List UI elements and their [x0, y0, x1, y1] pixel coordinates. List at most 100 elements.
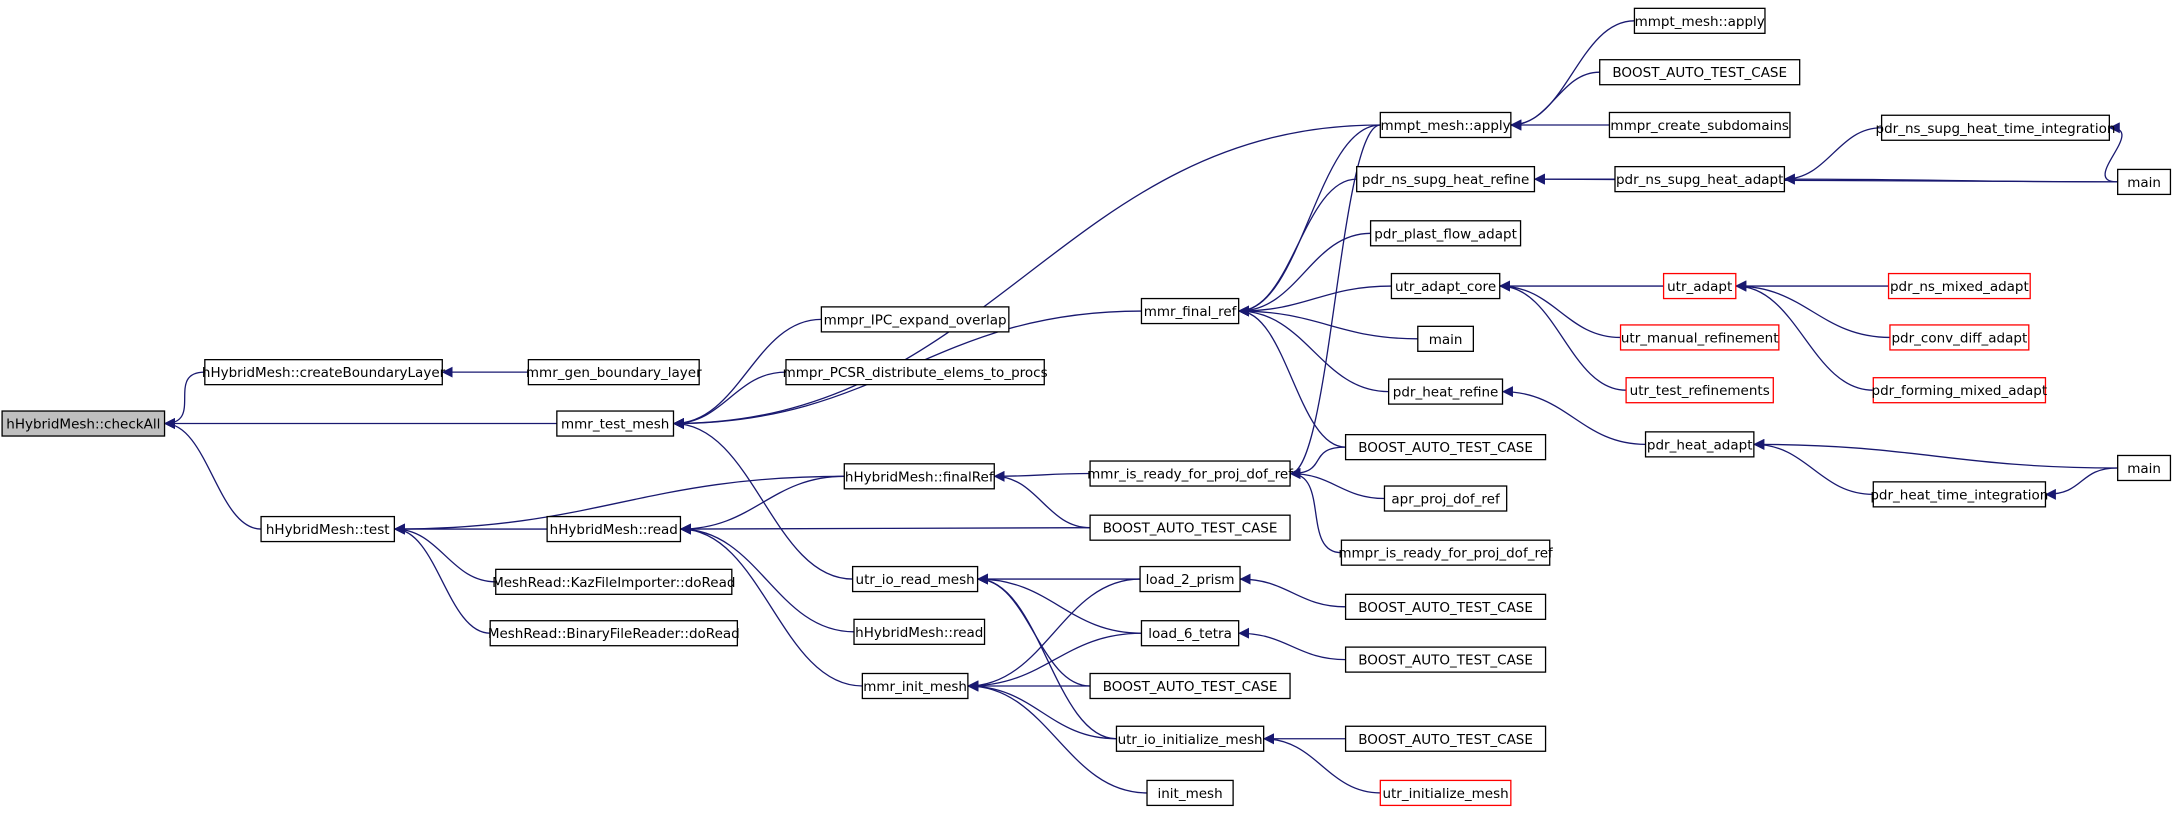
graph-node-n14[interactable]: pdr_ns_supg_heat_time_integration — [1876, 114, 2116, 141]
graph-node-n6[interactable]: mmpr_PCSR_distribute_elems_to_procs — [783, 359, 1048, 386]
graph-node-n32[interactable]: mmpr_is_ready_for_proj_dof_ref — [1338, 539, 1554, 566]
edge-path — [679, 523, 1091, 535]
graph-node-n34[interactable]: hHybridMesh::read — [546, 515, 682, 543]
graph-node-n31[interactable]: apr_proj_dof_ref — [1383, 485, 1508, 512]
graph-node-n22[interactable]: utr_manual_refinement — [1619, 324, 1780, 351]
graph-node-n10[interactable]: BOOST_AUTO_TEST_CASE — [1599, 59, 1801, 86]
edge-path — [672, 371, 786, 430]
graph-node-n36[interactable]: MeshRead::KazFileImporter::doRead — [492, 568, 735, 595]
node-box — [1872, 481, 2047, 508]
graph-node-n41[interactable]: load_2_prism — [1139, 565, 1241, 593]
graph-node-n13[interactable]: pdr_ns_supg_heat_adapt — [1614, 165, 1786, 193]
node-label: pdr_forming_mixed_adapt — [1872, 383, 2048, 399]
node-box — [820, 306, 1010, 333]
graph-edge-n4-n0 — [164, 418, 262, 530]
graph-node-n45[interactable]: BOOST_AUTO_TEST_CASE — [1089, 672, 1291, 700]
graph-node-n40[interactable]: mmr_init_mesh — [861, 672, 969, 700]
node-label: hHybridMesh::finalRef — [845, 469, 995, 485]
node-label: mmpt_mesh::apply — [1380, 118, 1510, 134]
edge-path — [1239, 573, 1346, 608]
node-label: BOOST_AUTO_TEST_CASE — [1358, 600, 1533, 616]
graph-node-n49[interactable]: init_mesh — [1146, 779, 1234, 807]
graph-node-n30[interactable]: mmr_is_ready_for_proj_dof_ref — [1087, 460, 1294, 487]
graph-node-n24[interactable]: main — [1417, 325, 1474, 352]
graph-node-n20[interactable]: pdr_conv_diff_adapt — [1889, 324, 2030, 351]
graph-node-n18[interactable]: utr_adapt — [1662, 272, 1737, 300]
node-label: BOOST_AUTO_TEST_CASE — [1358, 732, 1533, 748]
graph-node-n25[interactable]: pdr_heat_refine — [1387, 378, 1504, 405]
graph-node-n48[interactable]: utr_initialize_mesh — [1379, 779, 1512, 807]
edge-path — [1238, 305, 1346, 448]
graph-node-n2[interactable]: mmr_gen_boundary_layer — [526, 359, 702, 386]
graph-node-n46[interactable]: utr_io_initialize_mesh — [1115, 725, 1265, 752]
node-box — [1889, 324, 2030, 351]
graph-edge-n29-n7 — [1238, 305, 1346, 448]
graph-node-n5[interactable]: mmpr_IPC_expand_overlap — [820, 306, 1010, 333]
graph-node-n23[interactable]: utr_test_refinements — [1625, 377, 1774, 404]
graph-node-n27[interactable]: pdr_heat_time_integration — [1870, 481, 2048, 508]
edge-path — [393, 475, 845, 535]
graph-node-n17[interactable]: utr_adapt_core — [1390, 272, 1501, 300]
edge-path — [993, 470, 1091, 482]
graph-node-n26[interactable]: pdr_heat_adapt — [1644, 431, 1755, 458]
graph-edge-n28-n27 — [2044, 467, 2118, 500]
graph-node-n7[interactable]: mmr_final_ref — [1140, 297, 1240, 325]
node-box — [1872, 377, 2047, 404]
graph-edge-n15-n13 — [1783, 173, 2118, 185]
graph-node-n1[interactable]: hHybridMesh::createBoundaryLayer — [202, 359, 446, 386]
node-box — [1115, 725, 1265, 752]
graph-edge-n1-n0 — [164, 371, 205, 430]
node-box — [1379, 779, 1512, 807]
edge-path — [967, 680, 1148, 794]
graph-edge-n8-n30 — [1289, 124, 1381, 479]
graph-edge-n42-n41 — [1239, 573, 1346, 608]
graph-node-n11[interactable]: mmpr_create_subdomains — [1608, 111, 1791, 139]
graph-node-n33[interactable]: hHybridMesh::finalRef — [843, 463, 995, 490]
graph-node-n42[interactable]: BOOST_AUTO_TEST_CASE — [1344, 593, 1547, 620]
graph-node-n29[interactable]: BOOST_AUTO_TEST_CASE — [1344, 433, 1547, 461]
graph-node-n37[interactable]: MeshRead::BinaryFileReader::doRead — [488, 620, 740, 647]
graph-node-n21[interactable]: pdr_forming_mixed_adapt — [1872, 377, 2048, 404]
graph-node-n35[interactable]: BOOST_AUTO_TEST_CASE — [1089, 514, 1291, 541]
node-box — [1140, 297, 1240, 325]
graph-node-n15[interactable]: main — [2117, 168, 2172, 196]
graph-node-n28[interactable]: main — [2117, 454, 2172, 482]
graph-edge-n38-n3 — [672, 418, 853, 580]
graph-node-n3[interactable]: mmr_test_mesh — [556, 410, 675, 437]
node-box — [1633, 7, 1766, 34]
edge-path — [1783, 173, 2118, 185]
graph-node-n39[interactable]: hHybridMesh::read — [853, 618, 986, 645]
graph-node-n47[interactable]: BOOST_AUTO_TEST_CASE — [1344, 725, 1547, 752]
edge-path — [679, 475, 845, 535]
graph-edge-n27-n26 — [1753, 438, 1874, 496]
edge-path — [2104, 122, 2123, 183]
edge-path — [1289, 468, 1385, 500]
graph-node-n19[interactable]: pdr_ns_mixed_adapt — [1887, 272, 2031, 300]
graph-node-n9[interactable]: mmpt_mesh::apply — [1633, 7, 1766, 34]
node-box — [1146, 779, 1234, 807]
graph-edge-n22-n17 — [1499, 280, 1621, 339]
graph-node-n44[interactable]: BOOST_AUTO_TEST_CASE — [1344, 646, 1547, 673]
node-label: mmpr_PCSR_distribute_elems_to_procs — [783, 365, 1048, 381]
edge-path — [1783, 127, 1882, 185]
graph-node-n8[interactable]: mmpt_mesh::apply — [1379, 111, 1512, 139]
edge-path — [1499, 280, 1621, 339]
node-label: utr_manual_refinement — [1621, 330, 1779, 346]
graph-node-n16[interactable]: pdr_plast_flow_adapt — [1369, 220, 1522, 247]
edge-path — [1499, 280, 1627, 391]
graph-node-n43[interactable]: load_6_tetra — [1140, 620, 1240, 647]
graph-node-n38[interactable]: utr_io_read_mesh — [851, 565, 979, 593]
node-label: pdr_ns_supg_heat_refine — [1362, 172, 1529, 188]
node-box — [1662, 272, 1737, 300]
graph-node-n4[interactable]: hHybridMesh::test — [260, 515, 396, 543]
node-box — [1344, 593, 1547, 620]
node-box — [851, 565, 979, 593]
edge-path — [1289, 124, 1381, 479]
graph-node-n12[interactable]: pdr_ns_supg_heat_refine — [1356, 165, 1536, 193]
node-label: hHybridMesh::createBoundaryLayer — [202, 365, 446, 381]
node-box — [204, 359, 443, 386]
node-box — [1644, 431, 1755, 458]
graph-edge-n14-n13 — [1783, 127, 1882, 185]
graph-edge-n28-n26 — [1753, 438, 2118, 469]
node-label: utr_adapt — [1667, 279, 1732, 295]
